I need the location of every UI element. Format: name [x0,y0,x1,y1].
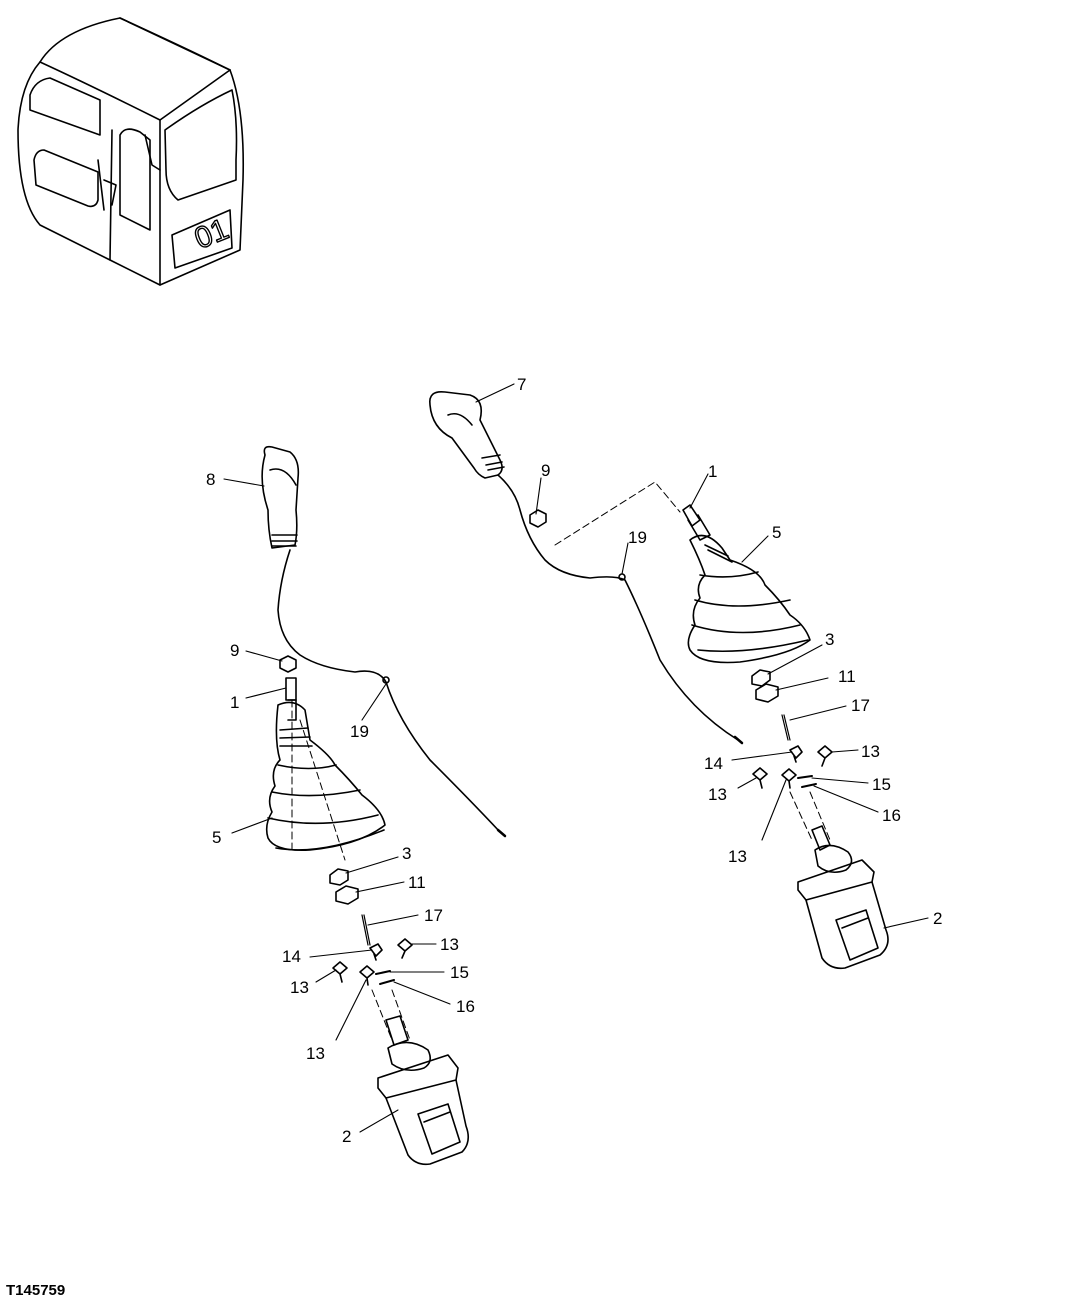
callout-left-lever-1: 1 [230,693,240,712]
left-wire-end [496,828,507,838]
left-boot-5 [265,701,386,852]
left-nut-9-shape [279,655,297,673]
callout-right-washer-15: 15 [872,775,891,794]
left-washer-15-shape [375,970,391,975]
right-wire-harness [497,474,739,741]
callout-right-stud-17: 17 [851,696,870,715]
callout-left-clamp-19: 19 [350,722,369,741]
right-bolt-13-b-shape [752,767,768,789]
right-valve-2 [797,825,889,970]
callout-left-bolt-13-c: 13 [306,1044,325,1063]
right-lever-1 [682,504,711,541]
callout-right-bolt-14: 14 [704,754,723,773]
left-handle-8 [261,445,300,549]
callout-left-bolt-13-b: 13 [290,978,309,997]
right-bolt-13-c-shape [781,768,797,789]
right-bolt-14-shape [789,745,803,763]
right-boot-5 [687,534,811,664]
callout-right-nut-9: 9 [541,461,551,480]
right-nut-11-shape [755,683,779,703]
left-stud-17-shape [361,914,371,946]
callout-left-bolt-14: 14 [282,947,301,966]
callout-left-bolt-13-a: 13 [440,935,459,954]
right-centerline-handle [554,481,681,546]
callout-right-handle-7: 7 [517,375,527,394]
callout-right-bolt-13-b: 13 [708,785,727,804]
left-centerline [291,699,346,861]
left-washer-16-shape [379,979,395,985]
callout-left-washer-15: 15 [450,963,469,982]
callout-right-boot-5: 5 [772,523,782,542]
right-bolt-13-a-shape [817,745,833,767]
right-wire-end [733,735,744,745]
callout-left-nut-9: 9 [230,641,240,660]
left-bolt-14-shape [369,943,383,961]
left-wire-harness [277,549,501,833]
right-nut-9-shape [529,509,547,528]
callout-right-clamp-19: 19 [628,528,647,547]
left-assembly-lines [371,989,411,1041]
callout-left-nut-3: 3 [402,844,412,863]
left-nut-3-shape [329,868,349,886]
callout-left-nut-11: 11 [408,873,426,892]
right-nut-3-shape [751,669,771,687]
right-handle-7 [428,390,505,479]
callout-right-nut-3: 3 [825,630,835,649]
callout-left-washer-16: 16 [456,997,475,1016]
figure-id: T145759 [6,1282,66,1299]
callout-left-valve-2: 2 [342,1127,352,1146]
right-assembly-lines [789,791,831,841]
right-washer-15-shape [797,775,813,779]
left-lever-1 [285,677,297,721]
leader-lines [223,383,929,1133]
callout-right-nut-11: 11 [838,667,856,686]
left-nut-11-shape [335,885,359,905]
left-valve-2 [377,1015,470,1166]
right-stud-17-shape [781,714,791,741]
left-bolt-13-a-shape [397,938,413,959]
callout-left-stud-17: 17 [424,906,443,925]
left-bolt-13-b-shape [332,961,348,983]
callout-right-bolt-13-a: 13 [861,742,880,761]
left-bolt-13-c-shape [359,965,375,986]
callout-right-valve-2: 2 [933,909,943,928]
right-washer-16-shape [801,783,817,788]
callout-right-washer-16: 16 [882,806,901,825]
callout-left-handle-8: 8 [206,470,216,489]
callout-right-lever-1: 1 [708,462,718,481]
cab-locator-icon [17,17,245,286]
callout-right-bolt-13-c: 13 [728,847,747,866]
callout-left-boot-5: 5 [212,828,222,847]
left-clamp-19-shape [382,676,390,684]
